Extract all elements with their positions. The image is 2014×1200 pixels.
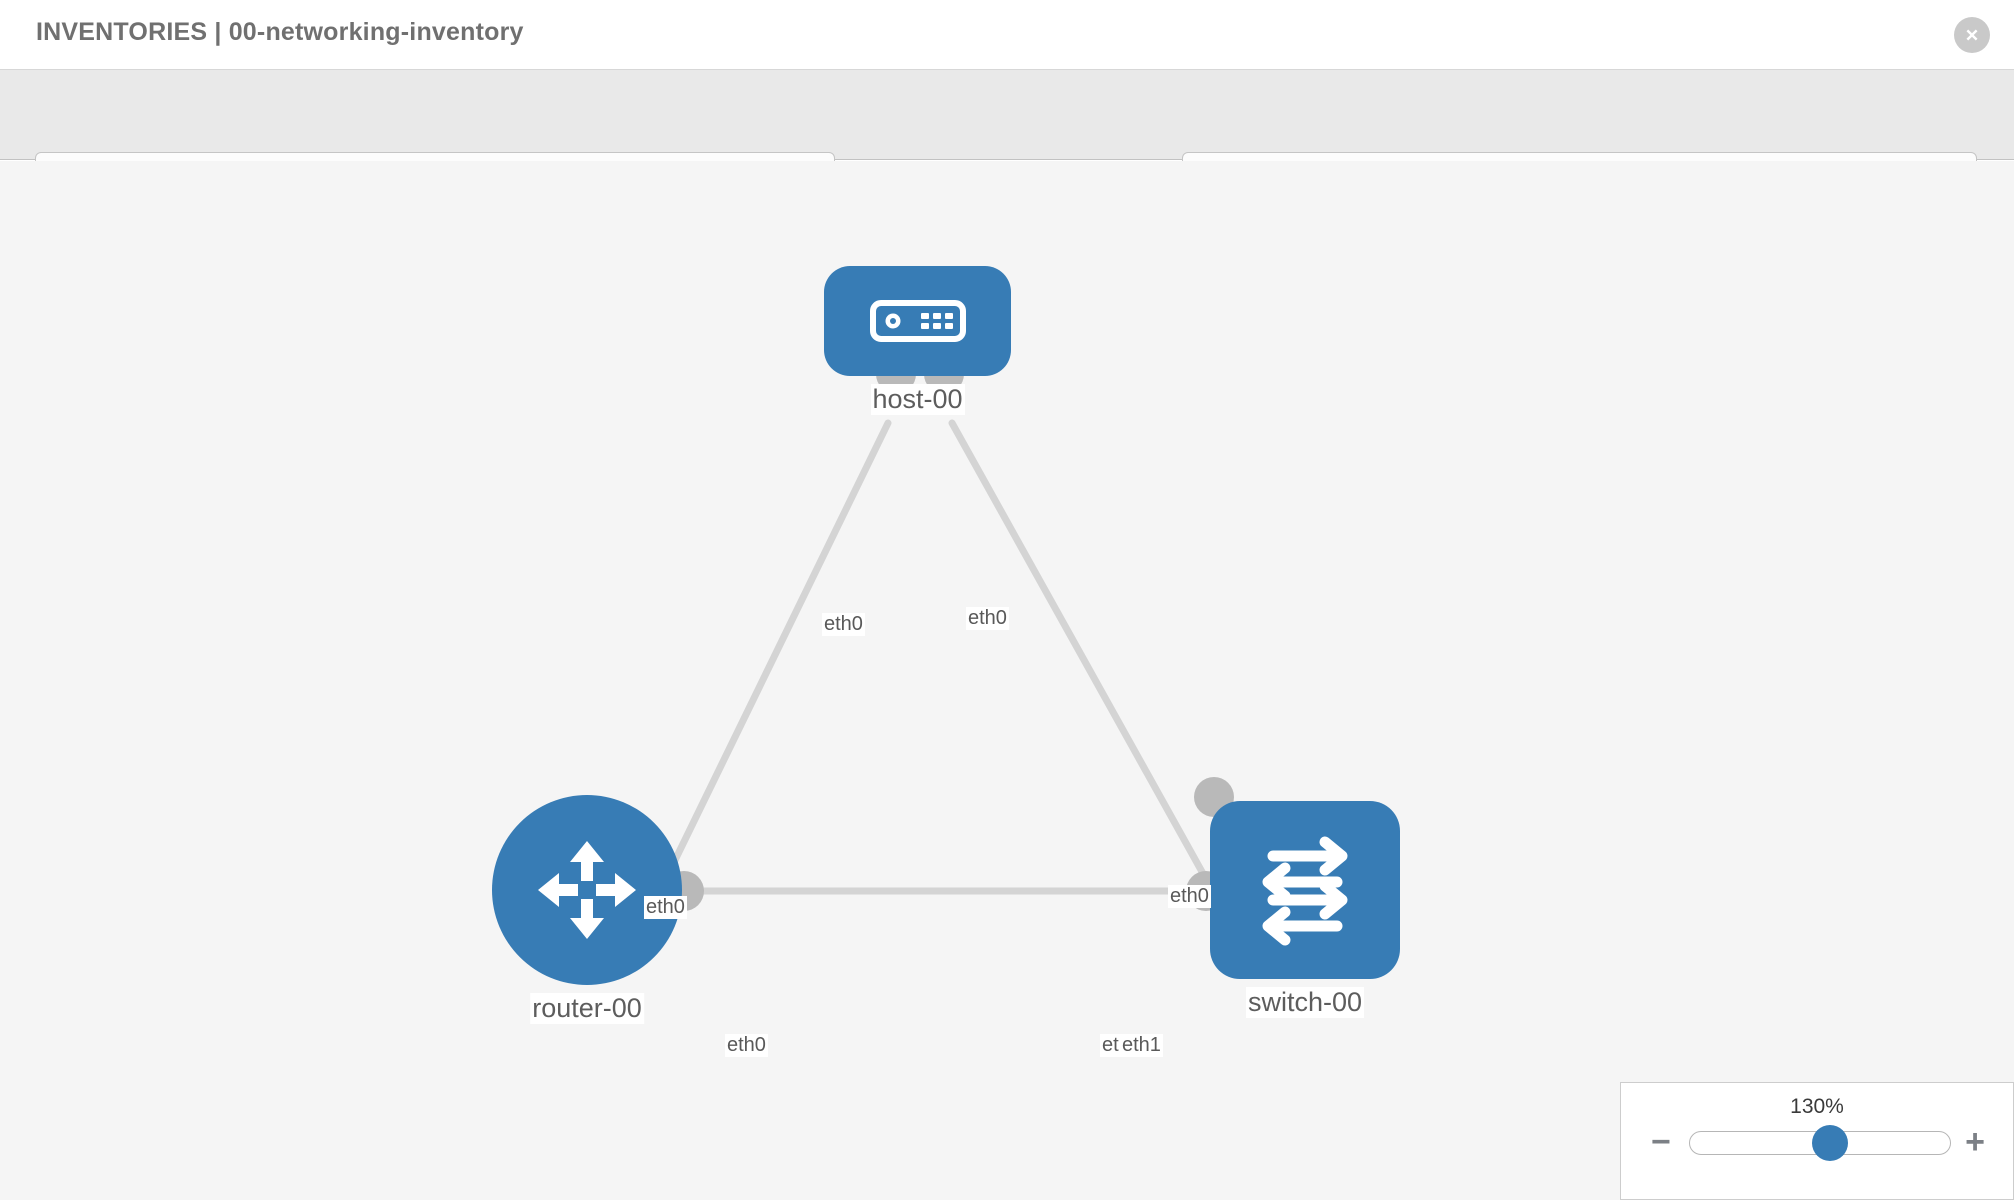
node-label-switch-00: switch-00 bbox=[1245, 987, 1365, 1018]
zoom-out-button[interactable]: − bbox=[1651, 1123, 1671, 1161]
router-icon bbox=[538, 841, 636, 939]
edge-label-host-right: eth0 bbox=[966, 607, 1009, 630]
close-glyph bbox=[1966, 29, 1978, 41]
page-header: INVENTORIES | 00-networking-inventory bbox=[0, 0, 2014, 70]
node-label-host-00: host-00 bbox=[870, 384, 965, 415]
topology-node-switch-00[interactable]: switch-00 bbox=[1186, 777, 1400, 1018]
switch-icon bbox=[1262, 836, 1348, 946]
topology-node-router-00[interactable]: router-00 bbox=[492, 795, 704, 1024]
close-icon[interactable] bbox=[1954, 17, 1990, 53]
topology-node-host-00[interactable]: host-00 bbox=[824, 266, 1011, 415]
topology-canvas[interactable]: host-00 router-00 bbox=[0, 161, 2014, 1200]
link-host-switch bbox=[948, 419, 1239, 935]
zoom-slider-thumb[interactable] bbox=[1812, 1125, 1849, 1161]
edge-label-switch-left-b: eth1 bbox=[1120, 1034, 1163, 1057]
topology-links bbox=[656, 419, 1239, 935]
edge-label-host-left: eth0 bbox=[822, 613, 865, 636]
server-icon bbox=[869, 300, 966, 342]
switch-node-shape[interactable] bbox=[1210, 801, 1400, 979]
page-title: INVENTORIES | 00-networking-inventory bbox=[36, 18, 524, 46]
router-node-shape[interactable] bbox=[492, 795, 682, 985]
zoom-control-panel: 130% − + bbox=[1620, 1082, 2014, 1200]
host-node-shape[interactable] bbox=[824, 266, 1011, 376]
zoom-level-value: 130% bbox=[1790, 1095, 1844, 1118]
zoom-in-button[interactable]: + bbox=[1965, 1123, 1985, 1161]
edge-label-switch-upper: eth0 bbox=[1168, 885, 1211, 908]
node-label-router-00: router-00 bbox=[530, 993, 644, 1024]
zoom-slider[interactable] bbox=[1689, 1125, 1951, 1161]
link-host-router bbox=[656, 419, 892, 895]
toolbar: ACTIONS SEARCH bbox=[0, 70, 2014, 204]
edge-label-router-right: eth0 bbox=[725, 1034, 768, 1057]
edge-label-router-upper: eth0 bbox=[644, 896, 687, 919]
